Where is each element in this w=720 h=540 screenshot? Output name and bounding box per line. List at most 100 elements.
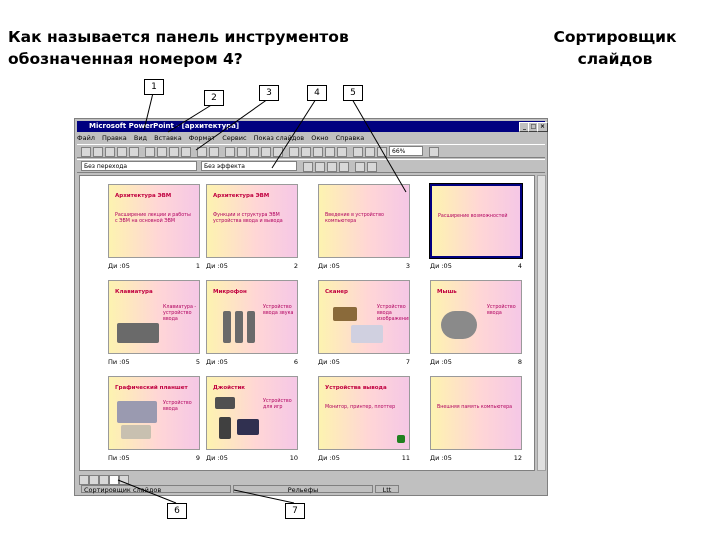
slide-show-icon[interactable] [119, 475, 129, 485]
spellcheck-icon[interactable] [129, 147, 139, 157]
status-bar: Сортировщик слайдов Рельефы Ltt [77, 473, 545, 494]
slide-thumbnail[interactable]: Графический планшет Устройство ввода [108, 376, 200, 450]
callout-line-6 [117, 479, 177, 504]
slide-miniature-icon[interactable] [365, 147, 375, 157]
hyperlink-icon[interactable] [225, 147, 235, 157]
joystick-image [219, 417, 231, 439]
callout-label: 1 [144, 79, 164, 95]
new-slide-icon[interactable] [289, 147, 299, 157]
tablet-image [117, 401, 157, 423]
design-icon[interactable] [313, 147, 323, 157]
menu-item[interactable]: Правка [102, 134, 127, 142]
answer-line-1: Сортировщик [553, 28, 677, 46]
redo-icon[interactable] [209, 147, 219, 157]
animation-icon[interactable] [367, 162, 377, 172]
outline-view-icon[interactable] [89, 475, 99, 485]
answer-line-2: слайдов [577, 50, 653, 68]
slide-title: Сканер [325, 289, 348, 295]
close-button[interactable]: × [537, 122, 548, 132]
summary-slide-icon[interactable] [327, 162, 337, 172]
expand-icon[interactable] [337, 147, 347, 157]
microphone-image [235, 311, 243, 343]
web-toolbar-icon[interactable] [237, 147, 247, 157]
save-icon[interactable] [105, 147, 115, 157]
rehearse-timings-icon[interactable] [315, 162, 325, 172]
menu-item[interactable]: Вид [133, 134, 148, 142]
slide-thumbnail[interactable]: Архитектура ЭВМ Расширение лекции и рабо… [108, 184, 200, 258]
slide-body: Монитор, принтер, плоттер [325, 405, 396, 410]
callout-label: 5 [343, 85, 363, 101]
tables-icon[interactable] [249, 147, 259, 157]
microphone-image [247, 311, 255, 343]
menu-item[interactable]: Окно [311, 134, 329, 142]
menu-item[interactable]: Справка [335, 134, 365, 142]
speaker-notes-icon[interactable] [339, 162, 349, 172]
action-button-icon [397, 435, 405, 443]
open-icon[interactable] [93, 147, 103, 157]
callout-line-5 [351, 98, 407, 193]
window-titlebar: Microsoft PowerPoint - [архитектура] _ □… [77, 121, 548, 132]
slide-thumbnail[interactable]: Микрофон Устройство ввода звука [206, 280, 298, 354]
grayscale-icon[interactable] [353, 147, 363, 157]
transition-icon[interactable] [355, 162, 365, 172]
slide-thumbnail[interactable]: Введение в устройство компьютера [318, 184, 410, 258]
slide-thumbnail[interactable]: Сканер Устройство ввода изображения [318, 280, 410, 354]
new-icon[interactable] [81, 147, 91, 157]
zoom-combo[interactable]: 66% [389, 146, 423, 156]
slide-thumbnail[interactable]: Мышь Устройство ввода [430, 280, 522, 354]
normal-view-icon[interactable] [79, 475, 89, 485]
slide-body: Расширение возможностей [438, 214, 508, 219]
slide-thumbnail[interactable]: Внешняя память компьютера [430, 376, 522, 450]
slide-body: Устройство ввода [163, 401, 192, 412]
slide-thumbnail-selected[interactable]: Расширение возможностей [429, 183, 523, 259]
slide-thumbnail[interactable]: Джойстик Устройство для игр [206, 376, 298, 450]
menu-item[interactable]: Вставка [154, 134, 182, 142]
menu-bar: Файл Правка Вид Вставка Формат Сервис По… [77, 133, 545, 143]
transition-combo[interactable]: Без перехода [81, 161, 197, 171]
keyboard-image [117, 323, 159, 343]
effect-combo[interactable]: Без эффекта [201, 161, 297, 171]
slide-title: Клавиатура [115, 289, 153, 295]
slide-body: Клавиатура - устройство ввода [163, 305, 197, 322]
standard-toolbar: 66% [77, 144, 545, 158]
palette-icon[interactable] [377, 147, 387, 157]
slide-title: Архитектура ЭВМ [115, 193, 172, 199]
slide-sorter-area: Архитектура ЭВМ Расширение лекции и рабо… [79, 175, 535, 471]
slide-thumbnail[interactable]: Клавиатура Клавиатура - устройство ввода [108, 280, 200, 354]
callout-line-2 [167, 103, 214, 133]
cut-icon[interactable] [145, 147, 155, 157]
vertical-scrollbar[interactable] [537, 175, 546, 471]
undo-icon[interactable] [197, 147, 207, 157]
tablet-image [121, 425, 151, 439]
chart-icon[interactable] [261, 147, 271, 157]
menu-item[interactable]: Показ слайдов [253, 134, 305, 142]
callout-label: 7 [285, 503, 305, 519]
menu-item[interactable]: Сервис [222, 134, 247, 142]
slide-thumbnail[interactable]: Архитектура ЭВМ Функции и структура ЭВМ … [206, 184, 298, 258]
slide-body: Внешняя память компьютера [437, 405, 513, 410]
slide-view-icon[interactable] [99, 475, 109, 485]
slide-body: Устройство ввода звука [263, 305, 294, 316]
paste-icon[interactable] [169, 147, 179, 157]
format-painter-icon[interactable] [181, 147, 191, 157]
menu-item[interactable]: Файл [77, 134, 95, 142]
slide-thumbnail[interactable]: Устройства вывода Монитор, принтер, плот… [318, 376, 410, 450]
slide-body: Устройство ввода [487, 305, 516, 316]
print-icon[interactable] [117, 147, 127, 157]
bw-view-icon[interactable] [325, 147, 335, 157]
slide-title: Мышь [437, 289, 457, 295]
hide-slide-icon[interactable] [303, 162, 313, 172]
copy-icon[interactable] [157, 147, 167, 157]
layout-icon[interactable] [301, 147, 311, 157]
menu-item[interactable]: Формат [188, 134, 216, 142]
slide-body: Устройство ввода изображения [377, 305, 410, 322]
help-icon[interactable] [429, 147, 439, 157]
